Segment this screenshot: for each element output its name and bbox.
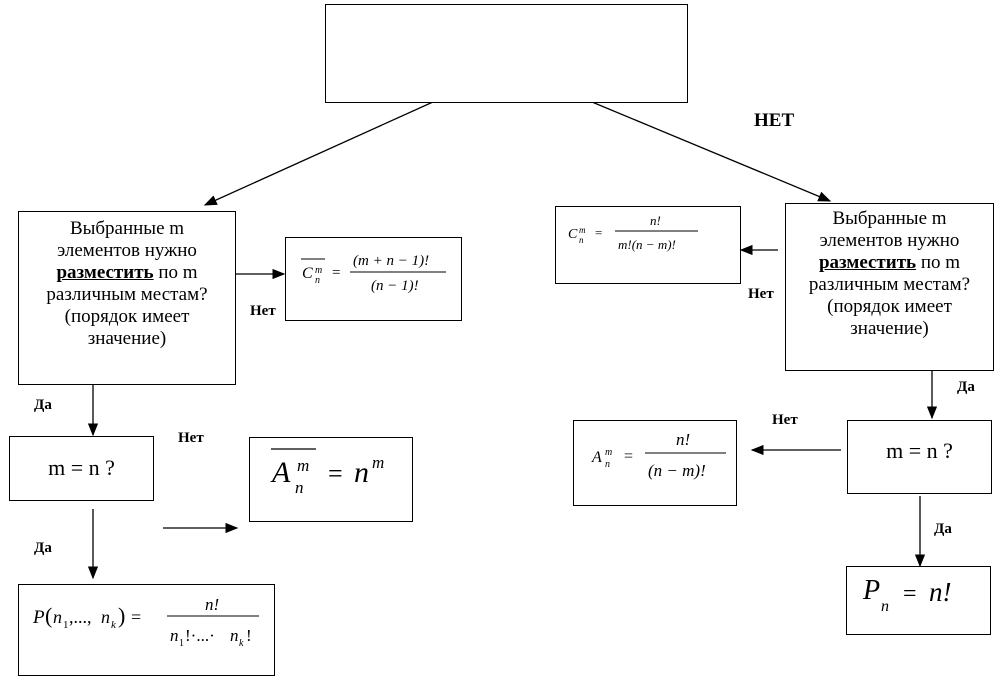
svg-text:m: m [579, 225, 586, 235]
left-mn-question-box: m = n ? [9, 436, 154, 501]
formula-combinations-repetition: C m n = (m + n − 1)! (n − 1)! [286, 238, 463, 327]
svg-text:n: n [101, 607, 110, 627]
label-da-right1: Да [957, 379, 975, 395]
label-da-right2: Да [934, 521, 952, 537]
svg-text:=: = [903, 581, 917, 607]
label-net-left: Нет [250, 303, 276, 319]
svg-text:k: k [239, 638, 244, 649]
label-da-left1: Да [34, 397, 52, 413]
left-question-box: Выбранные m элементов нужно разместить п… [18, 211, 236, 385]
svg-text:=: = [624, 448, 633, 465]
svg-text:(: ( [45, 603, 52, 628]
svg-text:=: = [332, 265, 340, 281]
svg-text:A: A [591, 449, 602, 466]
svg-text:m: m [315, 265, 322, 276]
svg-text:m: m [605, 447, 612, 458]
formula-multiset-permutations: P ( n 1 ,..., n k ) = n! n 1 !·...· n k … [19, 585, 276, 682]
svg-text:m!(n − m)!: m!(n − m)! [618, 237, 676, 252]
left-question-text-bold: разместить [56, 262, 154, 283]
formula-combinations-repetition-box: C m n = (m + n − 1)! (n − 1)! [285, 237, 462, 321]
formula-combinations: C m n = n! m!(n − m)! [556, 207, 742, 290]
svg-text:(m + n − 1)!: (m + n − 1)! [353, 253, 429, 269]
label-net-top: НЕТ [754, 110, 795, 131]
formula-arrangements-box: A m n = n! (n − m)! [573, 420, 737, 506]
svg-text:C: C [302, 265, 313, 282]
svg-text:1: 1 [179, 638, 184, 649]
formula-arrangements: A m n = n! (n − m)! [574, 421, 738, 512]
svg-text:!·...·: !·...· [185, 626, 215, 645]
label-da-left2: Да [34, 540, 52, 556]
svg-text:n!: n! [676, 430, 690, 449]
svg-text:n: n [579, 235, 584, 245]
svg-text:=: = [595, 225, 602, 240]
left-mn-question: m = n ? [48, 455, 115, 480]
svg-text:!: ! [246, 626, 252, 645]
formula-multiset-permutations-box: P ( n 1 ,..., n k ) = n! n 1 !·...· n k … [18, 584, 275, 676]
svg-text:n: n [354, 456, 369, 489]
svg-text:n!: n! [205, 595, 219, 614]
svg-text:C: C [568, 227, 578, 242]
label-net-right2: Нет [772, 412, 798, 428]
svg-text:m: m [372, 453, 384, 472]
svg-text:n: n [53, 607, 62, 627]
svg-text:(n − m)!: (n − m)! [648, 461, 706, 480]
right-question-text-pre: Выбранные m элементов нужно [819, 208, 960, 251]
svg-text:n: n [170, 626, 179, 645]
right-question-text-bold: разместить [818, 252, 917, 273]
arrow-root-left [203, 96, 445, 206]
label-net-right: Нет [748, 286, 774, 302]
svg-text:=: = [328, 459, 343, 488]
svg-text:): ) [118, 603, 125, 628]
svg-text:=: = [131, 607, 141, 627]
root-box [325, 4, 688, 103]
right-question-text-post: по m различным местам? (порядок имеет зн… [808, 252, 971, 339]
svg-text:n: n [315, 275, 320, 286]
svg-text:P: P [862, 575, 880, 606]
formula-permutations: P n = n! [847, 567, 992, 641]
formula-arrangements-repetition: A m n = n m [250, 438, 414, 528]
svg-text:n!: n! [929, 577, 952, 607]
formula-arrangements-repetition-box: A m n = n m [249, 437, 413, 522]
left-question-text-post: по m различным местам? (порядок имеет зн… [46, 262, 208, 349]
formula-combinations-box: C m n = n! m!(n − m)! [555, 206, 741, 284]
svg-text:P: P [32, 607, 45, 628]
svg-text:,...,: ,..., [69, 607, 92, 627]
svg-text:A: A [270, 456, 291, 489]
svg-text:n!: n! [650, 213, 661, 228]
svg-text:n: n [881, 598, 889, 615]
arrow-root-right [579, 96, 832, 202]
svg-text:m: m [297, 456, 309, 475]
formula-permutations-box: P n = n! [846, 566, 991, 635]
svg-text:k: k [111, 619, 117, 631]
svg-text:n: n [605, 459, 610, 470]
right-mn-question-box: m = n ? [847, 420, 992, 494]
svg-text:(n − 1)!: (n − 1)! [371, 278, 419, 294]
svg-text:n: n [230, 626, 239, 645]
svg-text:n: n [295, 478, 304, 497]
left-question-text-pre: Выбранные m элементов нужно [57, 218, 197, 261]
right-question-box: Выбранные m элементов нужно разместить п… [785, 203, 994, 371]
right-mn-question: m = n ? [886, 438, 953, 463]
label-net-left2: Нет [178, 430, 204, 446]
svg-text:1: 1 [63, 619, 69, 631]
